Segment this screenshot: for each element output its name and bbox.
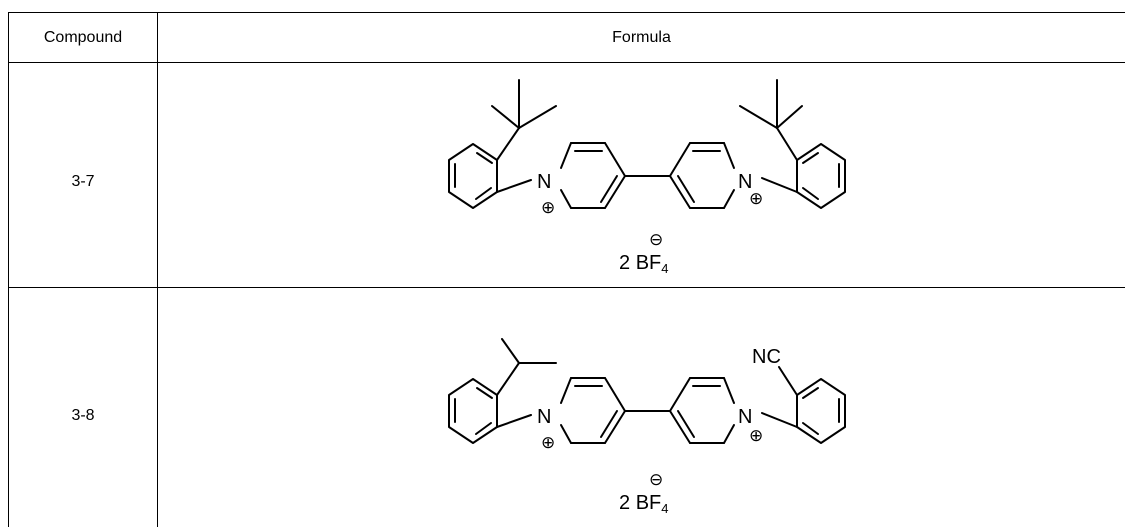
counterion-3-7: 2 BF4 ⊖: [619, 230, 669, 276]
nitrile-bond: [778, 366, 798, 396]
left-n-aryl-bond: [496, 179, 532, 193]
right-n-aryl-bond: [761, 177, 798, 193]
table-top-border: [8, 12, 1125, 13]
left-tert-butyl: [491, 79, 557, 161]
row-divider: [8, 287, 1125, 288]
structure-3-7: N N ⊕ ⊕: [448, 79, 846, 217]
header-formula: Formula: [612, 29, 671, 46]
structure-3-8: NC N N ⊕ ⊕: [448, 338, 846, 452]
left-cation-charge: ⊕: [541, 433, 555, 452]
right-phenyl-ring: [796, 143, 846, 209]
nitrile-label: NC: [752, 346, 781, 368]
left-phenyl-ring: [448, 378, 498, 444]
right-phenyl-ring: [796, 378, 846, 444]
left-n-aryl-bond: [496, 414, 532, 428]
right-cation-charge: ⊕: [749, 189, 763, 208]
left-nitrogen-label: N: [537, 406, 551, 428]
left-pyridinium-ring: [560, 377, 626, 444]
compound-id: 3-7: [71, 173, 95, 190]
right-pyridinium-ring: [669, 142, 735, 209]
right-pyridinium-ring: [669, 377, 735, 444]
counterion-element: BF: [635, 252, 662, 274]
isopropyl-group: [496, 338, 557, 396]
right-cation-charge: ⊕: [749, 426, 763, 445]
compound-id: 3-8: [71, 407, 95, 424]
table-left-border: [8, 12, 9, 527]
left-cation-charge: ⊕: [541, 198, 555, 217]
anion-charge: ⊖: [649, 230, 664, 249]
header-compound: Compound: [43, 29, 123, 46]
counterion-subscript: 4: [661, 261, 669, 276]
counterion-3-8: 2 BF4 ⊖: [619, 470, 669, 516]
counterion-subscript: 4: [661, 501, 669, 516]
left-nitrogen-label: N: [537, 171, 551, 193]
left-phenyl-ring: [448, 143, 498, 209]
left-pyridinium-ring: [560, 142, 626, 209]
counterion-element: BF: [635, 492, 662, 514]
right-tert-butyl: [739, 79, 803, 161]
header-bottom-border: [8, 62, 1125, 63]
right-nitrogen-label: N: [738, 171, 752, 193]
counterion-count: 2: [619, 252, 631, 274]
anion-charge: ⊖: [649, 470, 664, 489]
column-divider: [157, 12, 158, 527]
right-nitrogen-label: N: [738, 406, 752, 428]
right-n-aryl-bond: [761, 412, 798, 428]
counterion-count: 2: [619, 492, 631, 514]
